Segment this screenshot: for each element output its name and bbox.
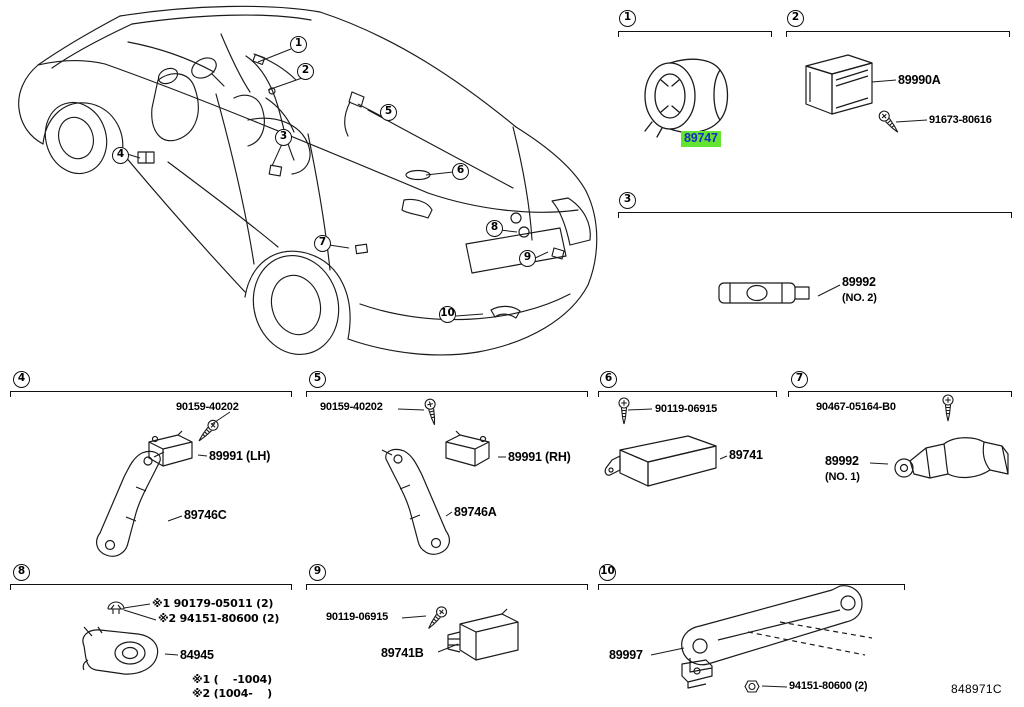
section-3-bracket [618, 212, 1012, 218]
car-callout-7: 7 [314, 235, 331, 252]
section-6-bracket [598, 391, 777, 397]
section-1-number: 1 [619, 10, 636, 27]
part-note-no2: (NO. 2) [842, 292, 877, 304]
section-4-number: 4 [13, 371, 30, 388]
car-callout-1: 1 [290, 36, 307, 53]
part-89741-illustration [604, 435, 717, 487]
part-89991-lh-illustration [148, 430, 193, 467]
car-callout-4: 4 [112, 147, 129, 164]
part-label-89741B: 89741B [381, 646, 424, 660]
section-7-number: 7 [791, 371, 808, 388]
screw-icon [878, 110, 899, 133]
part-label-89990A: 89990A [898, 73, 941, 87]
section-7-bracket [788, 391, 1012, 397]
part-label-90467-05164-B0: 90467-05164-B0 [816, 401, 896, 413]
part-89997-illustration [681, 585, 873, 673]
screw-icon [424, 398, 436, 425]
part-label-89741: 89741 [729, 448, 763, 462]
section-10-number: 10 [599, 564, 616, 581]
car-illustration [18, 5, 598, 356]
part-label-91673-80616: 91673-80616 [929, 114, 992, 126]
car-callout-5: 5 [380, 104, 397, 121]
car-callout-9: 9 [519, 250, 536, 267]
section-5-number: 5 [309, 371, 326, 388]
car-callout-2: 2 [297, 63, 314, 80]
bolt-icon [618, 397, 630, 425]
part-label-89992-no2: 89992 [842, 275, 876, 289]
part-label-89746A: 89746A [454, 505, 497, 519]
section-8-number: 8 [13, 564, 30, 581]
part-label-90179-05011: ※1 90179-05011 (2) [152, 597, 274, 610]
screw-icon [428, 606, 448, 629]
part-89746A-illustration [381, 448, 450, 555]
part-label-89991-lh: 89991 (LH) [209, 449, 271, 463]
part-note-no1: (NO. 1) [825, 471, 860, 483]
section-9-number: 9 [309, 564, 326, 581]
part-label-89991-rh: 89991 (RH) [508, 450, 571, 464]
part-label-94151-80600-a: ※2 94151-80600 (2) [158, 612, 280, 625]
section-4-bracket [10, 391, 292, 397]
part-89741B-illustration [447, 608, 519, 661]
part-label-89997: 89997 [609, 648, 643, 662]
part-89992-no2-illustration [718, 282, 810, 304]
part-84945-illustration [82, 626, 159, 675]
part-label-84945: 84945 [180, 648, 214, 662]
part-label-89747[interactable]: 89747 [681, 131, 721, 147]
bracket-detail-illustration [681, 659, 713, 689]
part-label-89992-no1: 89992 [825, 454, 859, 468]
section-8-bracket [10, 584, 292, 590]
part-89746C-illustration [96, 450, 165, 557]
part-89990A-illustration [805, 54, 873, 115]
section-6-number: 6 [600, 371, 617, 388]
section-2-bracket [786, 31, 1010, 37]
screw-icon [942, 394, 954, 422]
car-callout-3: 3 [275, 129, 292, 146]
section-3-number: 3 [619, 192, 636, 209]
car-callout-6: 6 [452, 163, 469, 180]
footnote-1: ※1 ( -1004) [192, 673, 272, 686]
part-89991-rh-illustration [445, 430, 490, 467]
part-89992-no1-illustration [894, 437, 1009, 479]
section-2-number: 2 [787, 10, 804, 27]
clip-icon [107, 601, 125, 614]
part-label-90119-06915-b: 90119-06915 [326, 611, 389, 623]
section-10-bracket [598, 584, 905, 590]
car-callout-10: 10 [439, 306, 456, 323]
section-5-bracket [306, 391, 588, 397]
part-89747-illustration [644, 58, 729, 138]
screw-icon [198, 419, 219, 442]
part-label-90119-06915-a: 90119-06915 [655, 403, 718, 415]
nut-icon [744, 680, 760, 693]
part-label-90159-40202-lh: 90159-40202 [176, 401, 239, 413]
section-1-bracket [618, 31, 772, 37]
part-label-90159-40202-rh: 90159-40202 [320, 401, 383, 413]
section-9-bracket [306, 584, 588, 590]
part-label-94151-80600-b: 94151-80600 (2) [789, 680, 868, 692]
car-callout-8: 8 [486, 220, 503, 237]
footnote-2: ※2 (1004- ) [192, 687, 272, 700]
diagram-code: 848971C [951, 682, 1002, 696]
part-label-89746C: 89746C [184, 508, 227, 522]
